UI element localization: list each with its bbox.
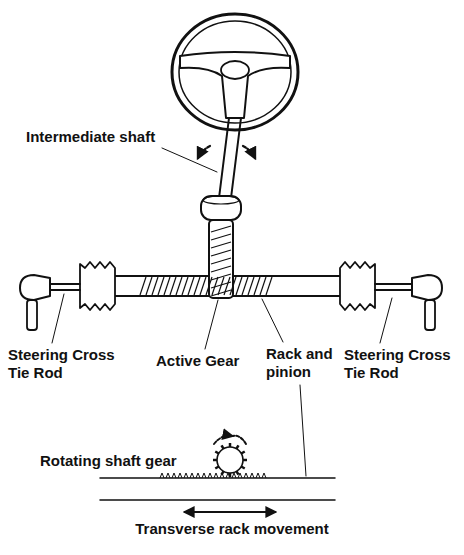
rack-thread <box>260 277 266 295</box>
rotation-arrow <box>198 146 210 158</box>
rack-tooth <box>190 473 194 478</box>
rack-thread <box>158 277 164 295</box>
rack-thread <box>194 277 200 295</box>
rack-thread <box>200 277 206 295</box>
rack-tooth <box>160 473 164 478</box>
leader-line <box>205 300 218 349</box>
part-label: Steering Cross Tie Rod <box>344 346 460 382</box>
rotation-arrow <box>214 436 232 444</box>
pinion-tooth <box>211 226 231 232</box>
gear-tooth <box>222 445 224 448</box>
leader-line <box>52 294 64 343</box>
gear-tooth <box>229 443 232 447</box>
intermediate-shaft <box>219 118 241 198</box>
pinion-tooth <box>211 290 231 296</box>
rack-tooth <box>208 473 212 478</box>
rack-tooth <box>196 473 200 478</box>
gear-tooth <box>237 471 239 474</box>
rack-tooth <box>220 473 224 478</box>
rack-tooth <box>244 473 248 478</box>
rack-tooth <box>238 473 242 478</box>
tie-rod-end <box>412 275 442 300</box>
rotation-arrow <box>232 436 246 444</box>
gear-tooth <box>213 459 217 462</box>
rack-thread <box>140 277 146 295</box>
ball-stud <box>27 300 37 330</box>
dust-boot <box>80 262 115 310</box>
inset-rack <box>100 478 335 500</box>
pinion-tooth <box>211 258 231 264</box>
rack-thread <box>164 277 170 295</box>
gear-tooth <box>215 452 218 454</box>
rack-thread <box>146 277 152 295</box>
gear-tooth <box>237 445 239 448</box>
part-label: Rotating shaft gear <box>40 452 210 470</box>
part-label: Rack and pinion <box>266 345 348 381</box>
gear-tooth <box>243 459 247 462</box>
rack-thread <box>248 277 254 295</box>
pinion-tooth <box>211 234 231 240</box>
leader-line <box>162 148 217 172</box>
rack-thread <box>188 277 194 295</box>
rack-tooth <box>262 473 266 478</box>
tie-rod <box>375 284 412 290</box>
gear-tooth <box>241 467 244 469</box>
pinion-tooth <box>211 266 231 272</box>
wheel-spokes <box>180 52 290 118</box>
leader-line <box>380 298 392 343</box>
rack-tooth <box>256 473 260 478</box>
rack-tooth <box>226 473 230 478</box>
pinion-tooth <box>211 250 231 256</box>
pinion-gear <box>209 220 233 298</box>
part-label: Intermediate shaft <box>26 128 176 146</box>
rack-thread <box>182 277 188 295</box>
tie-rod <box>48 284 80 290</box>
wheel-rim-inner <box>179 21 291 123</box>
pinion-tooth <box>211 274 231 280</box>
inset-gear <box>217 447 243 473</box>
housing-rim <box>203 196 239 204</box>
rack-tooth <box>166 473 170 478</box>
part-label: Active Gear <box>156 352 256 370</box>
rack-tooth <box>214 473 218 478</box>
rack-thread <box>236 277 242 295</box>
rack-tooth <box>202 473 206 478</box>
gear-tooth <box>215 467 218 469</box>
rack-thread <box>170 277 176 295</box>
rack-tooth <box>178 473 182 478</box>
tie-rod-end <box>20 275 50 300</box>
rack-thread <box>230 277 236 295</box>
leader-line <box>300 385 306 476</box>
pinion-tooth <box>211 282 231 288</box>
ball-stud <box>425 300 435 330</box>
rack-tooth <box>184 473 188 478</box>
rotation-arrow <box>243 146 255 158</box>
wheel-hub <box>221 61 249 79</box>
rack-tooth <box>232 473 236 478</box>
part-label: Transverse rack movement <box>102 520 362 538</box>
rack-thread <box>254 277 260 295</box>
rack-thread <box>176 277 182 295</box>
rack-thread <box>242 277 248 295</box>
movement-arrow <box>185 511 275 513</box>
steering-wheel <box>172 14 298 130</box>
pinion-housing <box>201 196 241 220</box>
pinion-tooth <box>211 242 231 248</box>
rack-thread <box>152 277 158 295</box>
rack-tooth <box>172 473 176 478</box>
rack-thread <box>266 277 272 295</box>
part-label: Steering Cross Tie Rod <box>8 346 126 382</box>
leader-line <box>262 299 283 342</box>
rack-tooth <box>250 473 254 478</box>
dust-boot <box>340 262 375 310</box>
gear-tooth <box>241 452 244 454</box>
